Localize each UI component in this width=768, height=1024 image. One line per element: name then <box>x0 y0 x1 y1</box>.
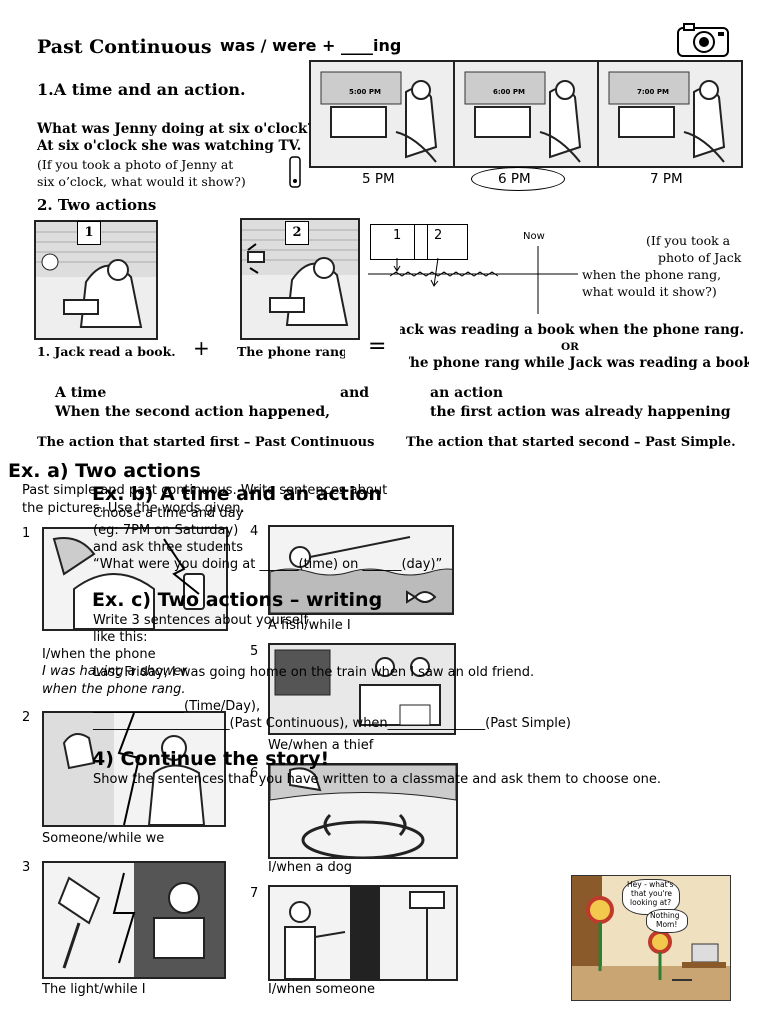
caption-jack-read: 1. Jack read a book. <box>37 344 176 359</box>
section1-question: What was Jenny doing at six o'clock? <box>37 121 316 137</box>
exb-line-4: “What were you doing at ______(time) on … <box>93 557 443 572</box>
exb-line-1: Choose a time and day <box>93 506 244 521</box>
speech-bubble-2-line2: Mom! <box>656 920 678 929</box>
exercise-picture-someone-street <box>268 885 458 981</box>
clock-label: 5:00 PM <box>349 88 381 96</box>
exb-heading: Ex. b) A time and an action <box>92 483 382 505</box>
phone-camera-icon <box>288 155 302 189</box>
section2-note-line2: photo of Jack <box>658 250 742 265</box>
section2-note-line3: when the phone rang, <box>582 267 722 282</box>
clock-label: 7:00 PM <box>637 88 669 96</box>
exa-instruction-1: Past simple and past continuous. Write s… <box>22 483 388 498</box>
jenny-6pm-picture: 6:00 PM <box>453 60 599 168</box>
caption-6pm: 6 PM <box>498 171 531 187</box>
and-label: and <box>340 385 370 401</box>
timeline-diagram <box>368 246 578 318</box>
exc-line-1: Write 3 sentences about yourself <box>93 613 309 628</box>
section2-note-line4: what would it show?) <box>582 284 717 299</box>
picture-number-2: 2 <box>285 221 309 245</box>
cartoon-picture: Hey - what's that you're looking at? Not… <box>571 875 731 1001</box>
highlight-ellipse <box>471 167 565 191</box>
speech-bubble-1-line3: looking at? <box>630 898 672 907</box>
exc-line-3: Last Friday, I was going home on the tra… <box>93 665 535 680</box>
section2-heading: 2. Two actions <box>37 196 157 214</box>
now-label: Now <box>523 231 545 242</box>
equals-sign: = <box>368 334 387 359</box>
plus-sign: + <box>193 336 210 360</box>
ex4-heading: 4) Continue the story! <box>92 748 330 770</box>
exc-line-4: ______________(Time/Day), <box>93 699 261 714</box>
exercise-picture-dog <box>268 763 458 859</box>
exercise-picture-fish <box>268 525 454 615</box>
example-line-2: when the phone rang. <box>42 682 186 697</box>
exc-heading: Ex. c) Two actions – writing <box>92 589 383 611</box>
rule-past-continuous: The action that started first – Past Con… <box>37 435 375 450</box>
caption-7pm: 7 PM <box>650 171 683 187</box>
a-time-label: A time <box>55 385 107 401</box>
exercise-number: 6 <box>250 766 259 781</box>
exercise-number: 1 <box>22 526 31 541</box>
ex4-line-1: Show the sentences that you have written… <box>93 772 662 787</box>
exercise-number: 3 <box>22 860 31 875</box>
section1-note-line2: six o’clock, what would it show?) <box>37 174 246 189</box>
result-sentence-2: The phone rang while Jack was reading a … <box>409 355 749 371</box>
result-sentence-1: Jack was reading a book when the phone r… <box>400 322 745 338</box>
picture-number-1: 1 <box>77 221 101 245</box>
section2-note-line1: (If you took a <box>646 233 731 248</box>
clock-label: 6:00 PM <box>493 88 525 96</box>
timeline-box-1 <box>370 224 428 260</box>
first-already-label: the first action was already happening <box>430 404 731 420</box>
jenny-7pm-picture: 7:00 PM <box>597 60 743 168</box>
exercise-number: 4 <box>250 524 259 539</box>
when-second-label: When the second action happened, <box>55 404 331 420</box>
section1-note-line1: (If you took a photo of Jenny at <box>37 157 234 172</box>
caption-5pm: 5 PM <box>362 171 395 187</box>
exercise-caption: I/when the phone <box>42 647 156 662</box>
exc-line-5: _____________________(Past Continuous), … <box>93 716 571 731</box>
example-line-1: I was having a shower <box>42 664 187 679</box>
exb-line-2: (eg: 7PM on Saturday) <box>93 523 239 538</box>
timeline-label-1: 1 <box>393 228 402 243</box>
timeline-box-2 <box>414 224 468 260</box>
speech-bubble-2 <box>646 909 688 933</box>
exercise-number: 5 <box>250 644 259 659</box>
exercise-caption: I/when a dog <box>268 860 353 875</box>
exercise-number: 7 <box>250 886 259 901</box>
an-action-label: an action <box>430 385 504 401</box>
jenny-5pm-picture: 5:00 PM <box>309 60 455 168</box>
timeline-label-2: 2 <box>434 228 443 243</box>
speech-bubble-1-line2: that you're <box>631 889 672 898</box>
camera-icon <box>676 22 730 58</box>
or-label: OR <box>561 341 579 353</box>
result-sentence-2-clip: The phone rang while Jack was reading a … <box>409 355 749 371</box>
exa-heading: Ex. a) Two actions <box>8 460 201 482</box>
exercise-picture-shower <box>42 527 228 631</box>
formula: was / were + ____ing <box>220 36 402 55</box>
exercise-picture-someone <box>42 711 226 827</box>
exercise-caption: Someone/while we <box>42 831 165 846</box>
exercise-caption: I/when someone <box>268 982 376 997</box>
exercise-picture-light <box>42 861 226 979</box>
exercise-caption: We/when a thief <box>268 738 374 753</box>
exc-line-2: like this: <box>93 630 148 645</box>
exercise-picture-thief <box>268 643 456 735</box>
section1-answer: At six o'clock she was watching TV. <box>37 138 302 154</box>
exercise-caption: A fish/while I <box>268 618 351 633</box>
speech-bubble-1-line1: Hey - what's <box>627 880 674 889</box>
result-sentence-1-clip: Jack was reading a book when the phone r… <box>400 322 750 338</box>
exercise-number: 2 <box>22 710 31 725</box>
page-title: Past Continuous <box>37 36 212 58</box>
speech-bubble-2-line1: Nothing <box>650 911 680 920</box>
exa-instruction-2: the pictures. Use the words given. <box>22 501 245 516</box>
section1-heading: 1.A time and an action. <box>37 80 246 99</box>
caption-phone-rang: The phone rang <box>237 344 345 359</box>
exb-line-3: and ask three students <box>93 540 243 555</box>
exercise-caption: The light/while I <box>42 982 146 997</box>
rule-past-simple: The action that started second – Past Si… <box>406 435 736 450</box>
